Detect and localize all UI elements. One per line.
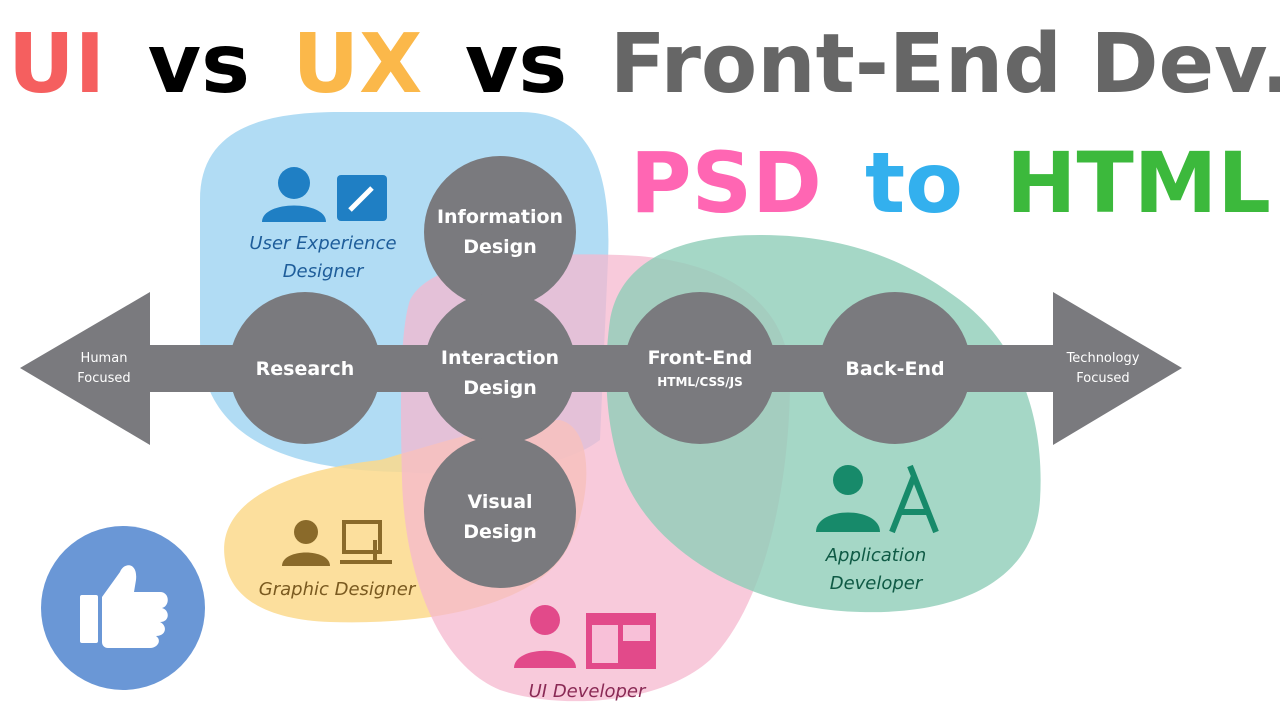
- node-label: Design: [463, 236, 537, 258]
- role-label: Designer: [283, 261, 365, 282]
- role-label: Graphic Designer: [259, 579, 417, 600]
- node-interaction-design: [424, 292, 576, 444]
- user-icon: [816, 465, 880, 532]
- like-button[interactable]: [41, 526, 205, 690]
- user-icon: [262, 167, 326, 222]
- user-icon: [514, 605, 576, 668]
- node-back-end: [819, 292, 971, 444]
- headline: UI vs UX vs Front-End Dev.: [8, 17, 1280, 112]
- node-label: Research: [256, 358, 355, 380]
- app-store-icon: [889, 464, 939, 534]
- node-label: Visual: [467, 491, 532, 513]
- axis-left-label: Focused: [77, 371, 130, 386]
- node-label: Design: [463, 377, 537, 399]
- axis-right-label: Focused: [1076, 371, 1129, 386]
- role-label: Developer: [830, 573, 924, 594]
- node-label: Front-End: [648, 347, 753, 369]
- node-label: Back-End: [845, 358, 944, 380]
- role-label: UI Developer: [529, 681, 647, 702]
- node-front-end: [624, 292, 776, 444]
- easel-icon: [340, 520, 392, 564]
- axis-left-label: Human: [81, 351, 128, 366]
- node-label: Information: [437, 206, 563, 228]
- role-label: Application: [825, 545, 927, 566]
- subheadline: PSD to HTML: [630, 134, 1271, 232]
- node-label: Design: [463, 521, 537, 543]
- node-research: [229, 292, 381, 444]
- folder-pen-icon: [337, 175, 387, 221]
- node-label: Interaction: [441, 347, 559, 369]
- node-label: HTML/CSS/JS: [657, 375, 742, 389]
- node-visual-design: [424, 436, 576, 588]
- user-icon: [282, 520, 330, 566]
- layout-icon: [586, 613, 656, 669]
- axis-right-label: Technology: [1066, 351, 1140, 366]
- role-label: User Experience: [249, 233, 396, 254]
- node-information-design: [424, 156, 576, 308]
- axis-arrow: [20, 292, 1182, 445]
- thumbs-up-icon: [80, 565, 168, 648]
